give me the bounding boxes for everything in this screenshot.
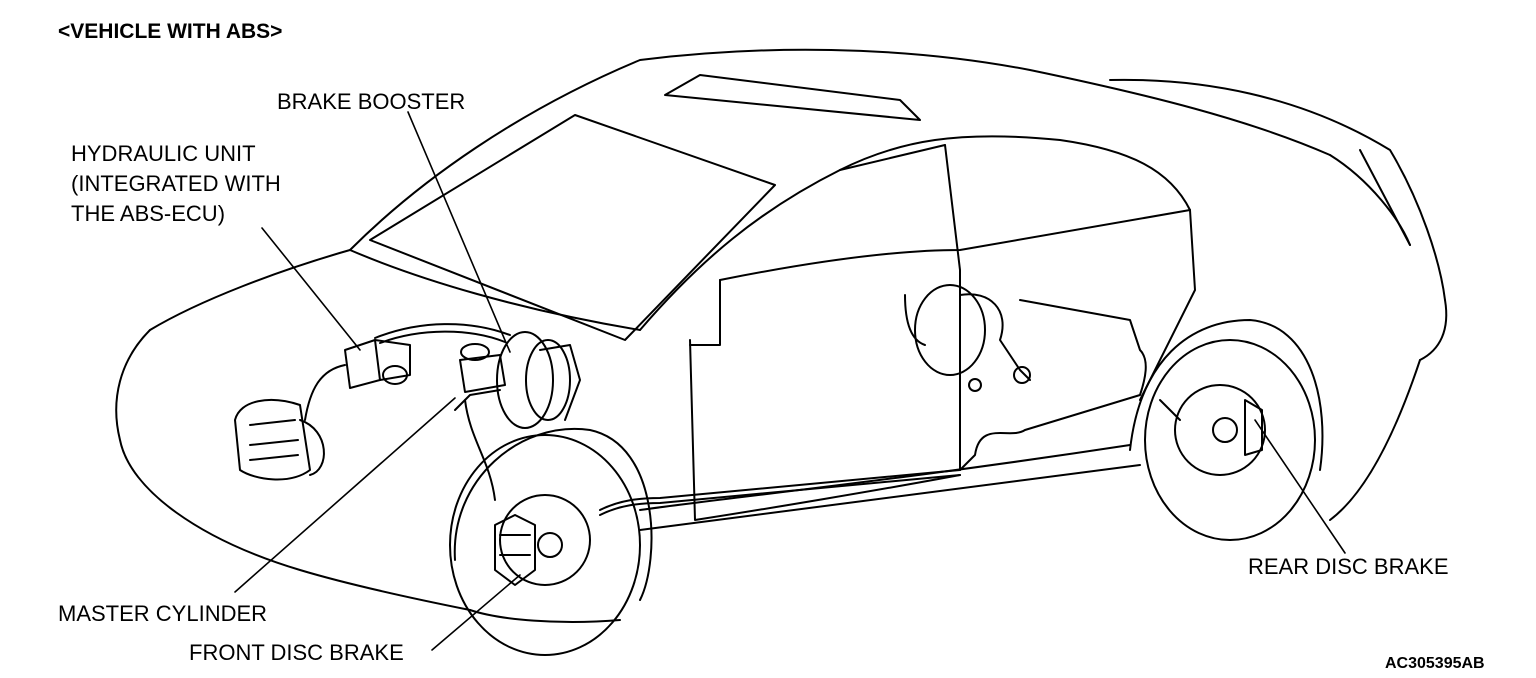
car-body [115, 48, 1448, 623]
label-rear-disc-brake: REAR DISC BRAKE [1248, 554, 1449, 579]
leader-lines [234, 111, 1346, 651]
label-hydraulic-unit-line3: THE ABS-ECU) [71, 201, 226, 226]
rear-suspension-drawing [914, 284, 1031, 392]
label-brake-booster: BRAKE BOOSTER [277, 89, 466, 114]
left-front-brake-drawing [234, 399, 325, 481]
hydraulic-unit-drawing [344, 323, 511, 389]
label-hydraulic-unit-line1: HYDRAULIC UNIT [71, 141, 256, 166]
master-cylinder-drawing [454, 343, 506, 411]
page-title: <VEHICLE WITH ABS> [58, 20, 283, 43]
rear-wheel [1129, 319, 1324, 541]
label-front-disc-brake: FRONT DISC BRAKE [189, 640, 404, 665]
brake-lines [304, 294, 1181, 516]
label-hydraulic-unit-line2: (INTEGRATED WITH [71, 171, 281, 196]
figure-code: AC305395AB [1385, 655, 1485, 672]
label-master-cylinder: MASTER CYLINDER [58, 601, 268, 626]
front-wheel [449, 427, 653, 656]
brake-booster-drawing [496, 331, 581, 429]
